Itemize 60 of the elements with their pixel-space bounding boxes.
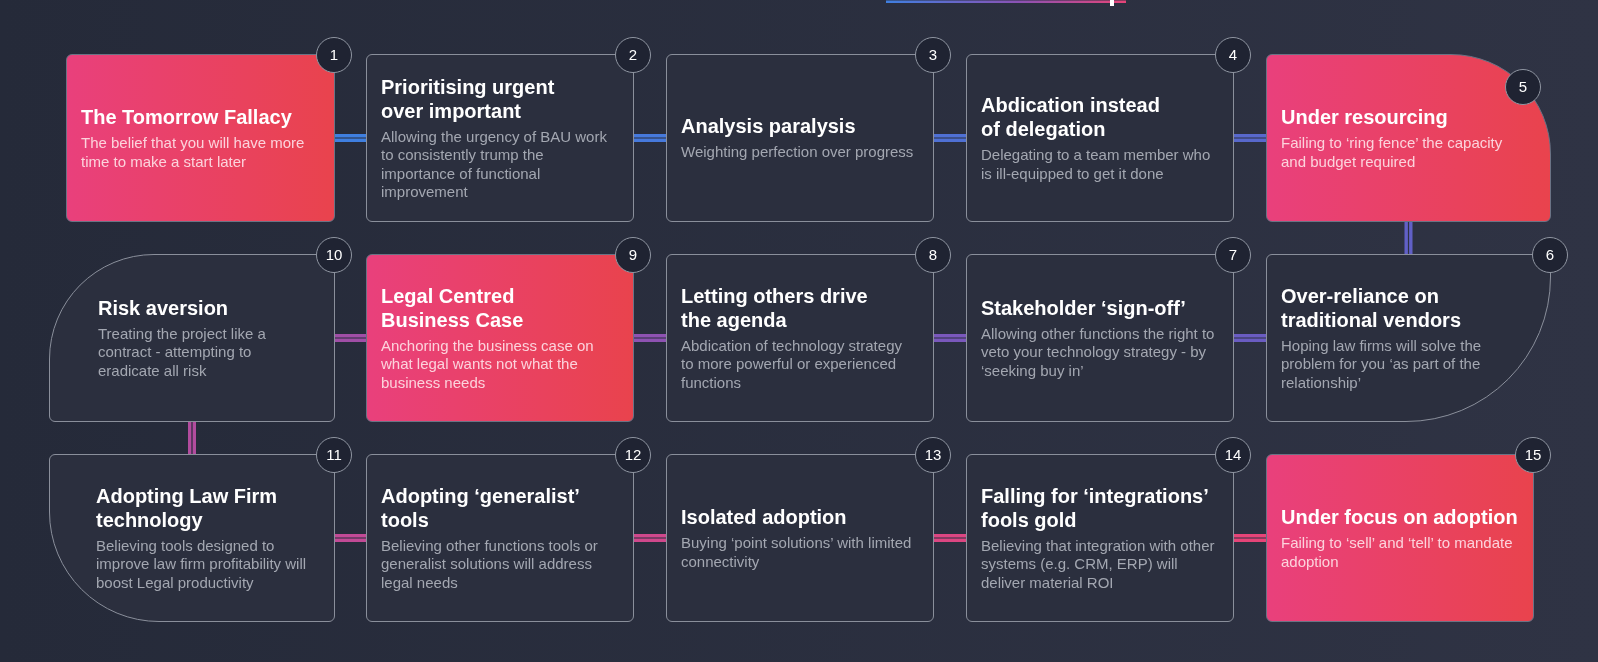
connector	[1232, 534, 1268, 542]
connector	[333, 134, 368, 142]
step-number-badge: 12	[615, 437, 651, 473]
connector	[932, 334, 968, 342]
step-description: Weighting perfection over progress	[681, 143, 915, 162]
step-title: Under resourcing	[1281, 105, 1449, 129]
connector	[932, 534, 968, 542]
step-title: Analysis paralysis	[681, 114, 857, 139]
step-title: Stakeholder ‘sign-off’	[981, 295, 1187, 320]
step-description: Allowing other functions the right to veto your technology strategy - by ‘seeking buy in’	[981, 324, 1216, 381]
step-description: Failing to ‘ring fence’ the capacity and budget required	[1281, 134, 1504, 171]
step-number-badge: 11	[316, 437, 352, 473]
step-title: Abdication instead of delegation	[981, 93, 1161, 141]
step-title: Prioritising urgent over important	[381, 74, 556, 123]
step-number-badge: 4	[1215, 37, 1251, 73]
step-title: Adopting ‘generalist’ tools	[381, 483, 580, 532]
step-number-badge: 7	[1215, 237, 1251, 273]
step-description: Abdication of technology strategy to more powerful or experienced functions	[681, 336, 903, 393]
step-number-badge: 1	[316, 37, 352, 73]
connector	[932, 134, 968, 142]
step-number-badge: 13	[915, 437, 951, 473]
step-number-badge: 9	[615, 237, 651, 273]
step-title: Under focus on adoption	[1281, 505, 1519, 529]
connector	[1404, 220, 1413, 256]
connector	[632, 334, 668, 342]
step-description: Delegating to a team member who is ill-equipped to get it done	[981, 146, 1212, 183]
step-description: Believing tools designed to improve law firm profitability will boost Legal productivity	[96, 536, 308, 593]
step-description: Treating the project like a contract - attempting to eradicate all risk	[98, 324, 267, 381]
step-title: Adopting Law Firm technology	[96, 483, 279, 532]
step-title: Over-reliance on traditional vendors	[1281, 283, 1463, 332]
step-title: Falling for ‘integrations’ fools gold	[981, 483, 1209, 532]
step-number-badge: 14	[1215, 437, 1251, 473]
step-title: Isolated adoption	[681, 505, 848, 529]
step-description: Failing to ‘sell’ and ‘tell’ to mandate adoption	[1281, 534, 1514, 571]
step-number-badge: 6	[1532, 237, 1568, 273]
step-number-badge: 8	[915, 237, 951, 273]
step-title: The Tomorrow Fallacy	[81, 105, 293, 129]
step-description: Believing other functions tools or generalist solutions will address legal needs	[381, 536, 599, 593]
connector	[632, 534, 668, 542]
connector	[188, 420, 196, 456]
connector	[632, 134, 668, 142]
step-number-badge: 5	[1505, 69, 1541, 105]
step-description: Hoping law firms will solve the problem for you ‘as part of the relationship’	[1281, 336, 1483, 393]
step-description: Believing that integration with other systems (e.g. CRM, ERP) will deliver material ROI	[981, 536, 1216, 593]
step-title: Letting others drive the agenda	[681, 283, 869, 332]
step-description: Allowing the urgency of BAU work to consistently trump the importance of functional improvement	[381, 127, 608, 202]
connector	[1232, 134, 1268, 142]
step-number-badge: 2	[615, 37, 651, 73]
step-title: Legal Centred Business Case	[381, 283, 525, 332]
step-number-badge: 3	[915, 37, 951, 73]
step-description: Anchoring the business case on what legal wants not what the business needs	[381, 336, 595, 393]
step-description: The belief that you will have more time to make a start later	[81, 134, 306, 171]
connector	[1232, 334, 1268, 342]
step-number-badge: 10	[316, 237, 352, 273]
step-title: Risk aversion	[98, 295, 230, 320]
connector	[333, 334, 368, 342]
step-number-badge: 15	[1515, 437, 1551, 473]
step-card	[1266, 54, 1551, 222]
step-description: Buying ‘point solutions’ with limited connectivity	[681, 534, 913, 571]
connector	[333, 534, 368, 542]
